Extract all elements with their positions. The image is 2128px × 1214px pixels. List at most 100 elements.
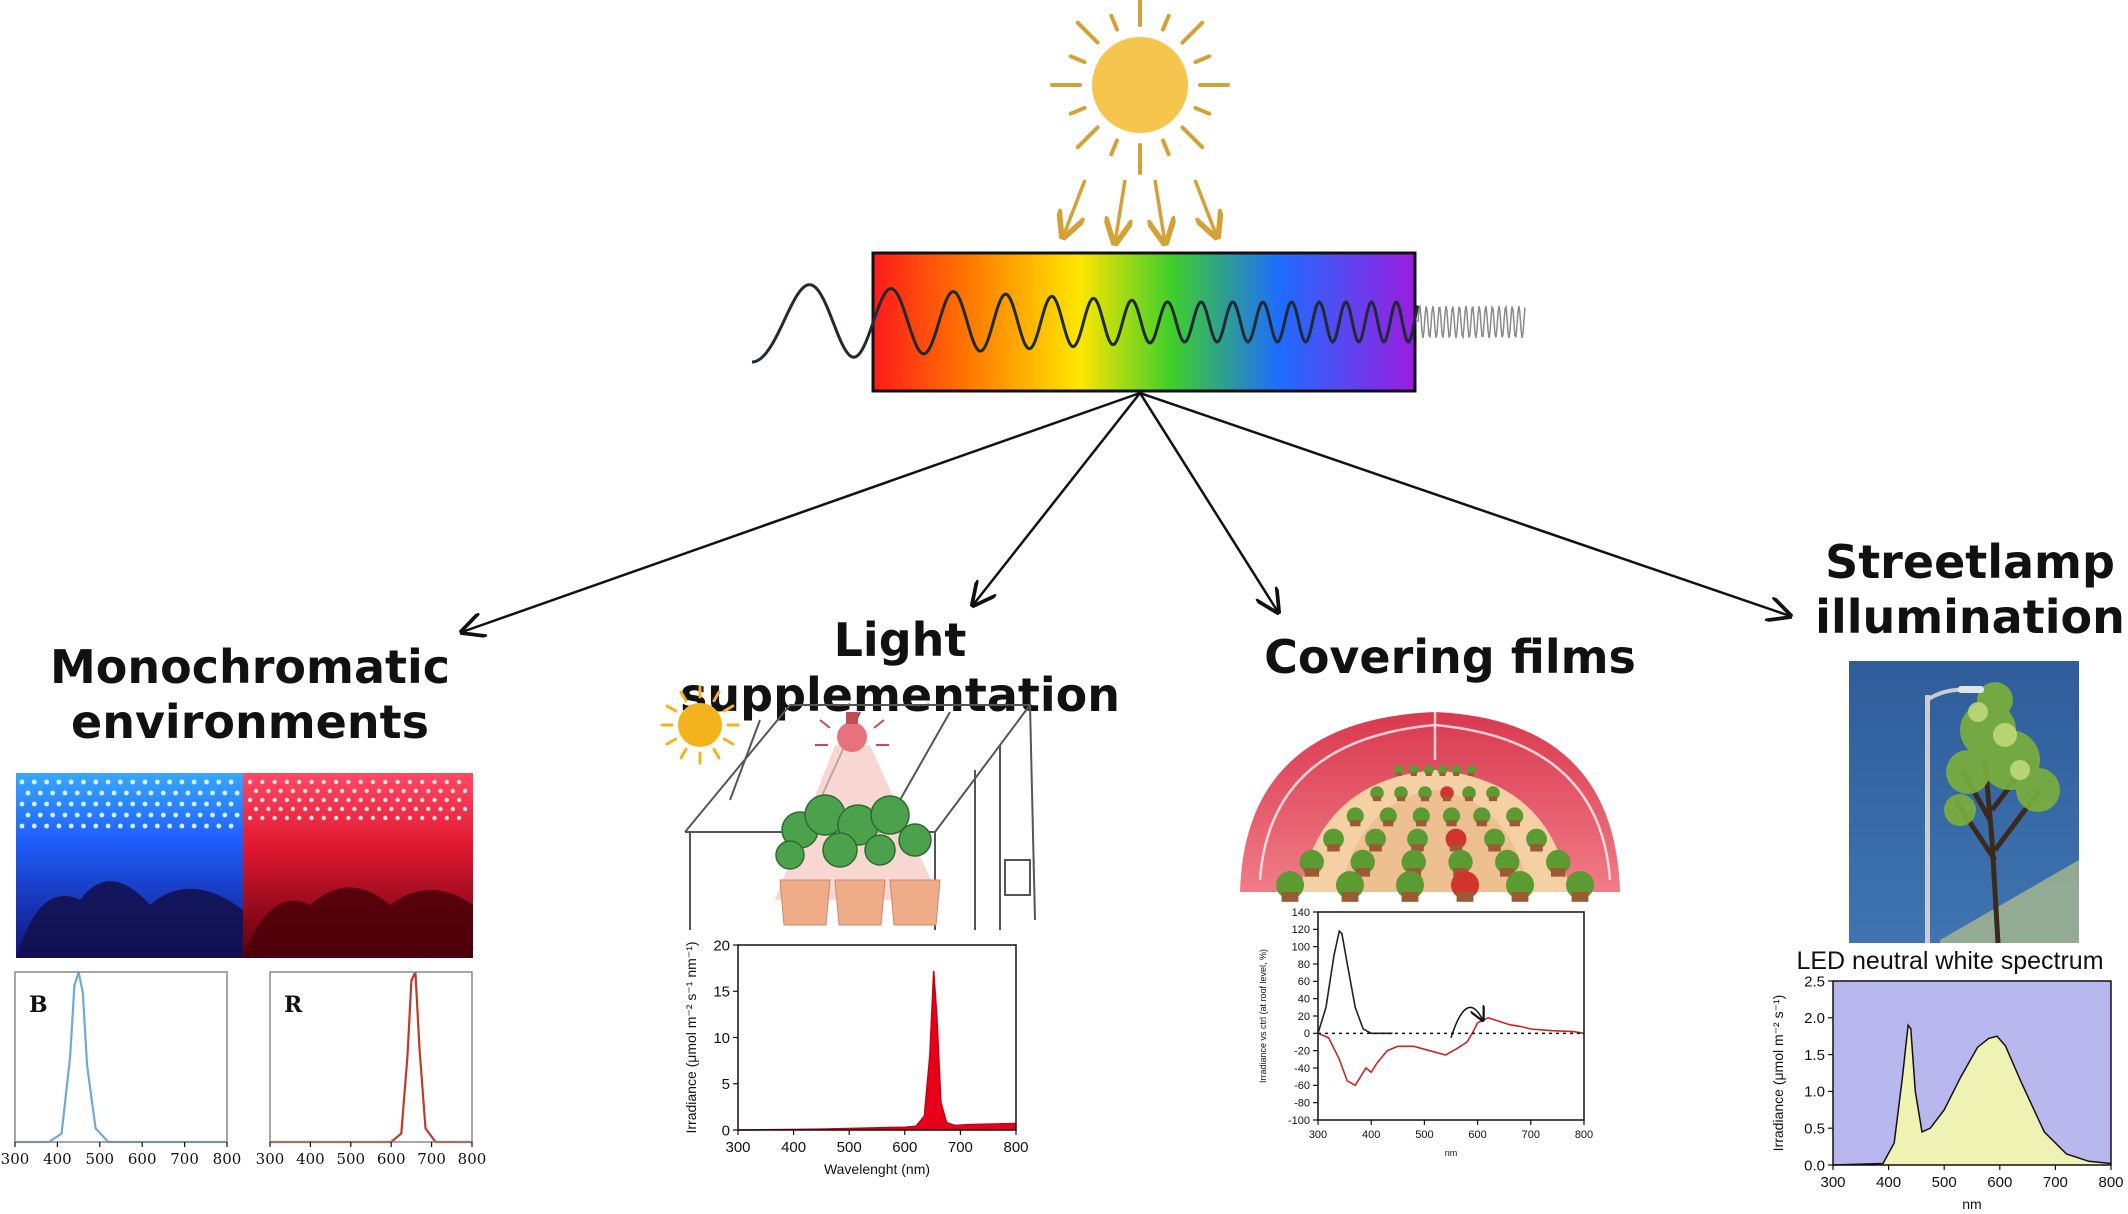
x-axis-label: nm <box>1445 1148 1458 1158</box>
y-tick-label: 2.5 <box>1804 973 1825 990</box>
electromagnetic-wave <box>751 283 1420 364</box>
x-tick-label: 800 <box>1003 1139 1028 1156</box>
y-tick-label: 20 <box>713 937 730 954</box>
y-tick-label: 0 <box>1304 1028 1310 1040</box>
heading-streetlamp-line2: illumination <box>1815 590 2125 645</box>
x-tick-label: 800 <box>2098 1174 2123 1191</box>
lightbulb-icon <box>815 712 889 752</box>
blue-room-photo <box>16 773 243 958</box>
y-tick-label: 80 <box>1298 959 1310 971</box>
x-tick-label: 400 <box>1876 1174 1901 1191</box>
x-tick-label: 600 <box>377 1150 406 1168</box>
series-line <box>1317 929 1393 1035</box>
y-tick-label: -80 <box>1294 1098 1310 1110</box>
red-spectrum-chart: 300 400 500 600 700 800 R <box>256 971 487 1168</box>
plot-frame <box>269 971 473 1143</box>
series-letter-label: B <box>29 992 48 1018</box>
sun-arrows <box>1063 179 1217 243</box>
streetlamp-icon <box>1925 686 1984 943</box>
plot-frame <box>737 944 1017 1131</box>
tree-icon <box>1944 682 2060 944</box>
x-tick-label: 400 <box>781 1139 806 1156</box>
y-tick-label: 100 <box>1292 942 1310 954</box>
series-area <box>738 970 1016 1130</box>
y-tick-label: 1.0 <box>1804 1084 1825 1101</box>
x-tick-label: 300 <box>1820 1174 1845 1191</box>
y-tick-label: 120 <box>1292 924 1310 936</box>
plot-frame <box>1832 980 2112 1166</box>
heading-monochromatic-line1: Monochromatic <box>49 640 451 694</box>
y-tick-label: 1.5 <box>1804 1047 1825 1064</box>
x-tick-label: 500 <box>1415 1129 1433 1141</box>
y-tick-label: 20 <box>1298 1011 1310 1023</box>
heading-streetlamp: Streetlamp illumination <box>1780 535 2128 645</box>
y-tick-label: 0.0 <box>1804 1157 1825 1174</box>
x-tick-label: 700 <box>1522 1129 1540 1141</box>
x-axis-label: Wavelenght (nm) <box>824 1161 930 1177</box>
heading-streetlamp-line1: Streetlamp <box>1825 535 2115 589</box>
x-tick-label: 300 <box>1 1150 30 1168</box>
heading-monochromatic: Monochromatic environments <box>20 640 480 750</box>
y-tick-label: 5 <box>722 1076 730 1093</box>
sun-icon <box>1050 0 1230 175</box>
series-line <box>1832 1023 2112 1166</box>
series-letter-label: R <box>284 992 303 1018</box>
heading-light-supplementation: Light supplementation <box>680 613 1120 723</box>
red-room-photo <box>243 773 473 958</box>
branch-arrows <box>462 391 1790 632</box>
x-tick-label: 300 <box>725 1139 750 1156</box>
x-tick-label: 300 <box>1309 1129 1327 1141</box>
x-tick-label: 800 <box>458 1150 487 1168</box>
series-line <box>270 971 472 1144</box>
x-tick-label: 700 <box>417 1150 446 1168</box>
led-chart-title: LED neutral white spectrum <box>1796 947 2104 975</box>
x-tick-label: 700 <box>170 1150 199 1168</box>
x-tick-label: 500 <box>336 1150 365 1168</box>
plot-frame <box>14 971 228 1143</box>
x-tick-label: 600 <box>1468 1129 1486 1141</box>
x-tick-label: 800 <box>213 1150 242 1168</box>
y-tick-label: 0 <box>722 1122 730 1139</box>
series-line <box>1317 1016 1585 1087</box>
y-tick-label: -40 <box>1294 1063 1310 1075</box>
x-tick-label: 600 <box>892 1139 917 1156</box>
series-area <box>1833 1025 2111 1165</box>
y-tick-label: 10 <box>713 1030 730 1047</box>
series-line <box>737 970 1017 1131</box>
y-tick-label: 15 <box>713 984 730 1001</box>
y-tick-label: -20 <box>1294 1046 1310 1058</box>
x-tick-label: 300 <box>256 1150 285 1168</box>
x-tick-label: 400 <box>43 1150 72 1168</box>
y-tick-label: 0.5 <box>1804 1120 1825 1137</box>
streetlamp-scene <box>1849 661 2079 944</box>
heading-covering-films: Covering films <box>1264 630 1636 684</box>
potted-plants <box>775 794 941 926</box>
y-tick-label: -100 <box>1288 1115 1310 1127</box>
x-tick-label: 700 <box>2043 1174 2068 1191</box>
spectrum-bar <box>871 251 1417 393</box>
blue-spectrum-chart: 300 400 500 600 700 800 B <box>1 971 242 1168</box>
heading-monochromatic-line2: environments <box>71 695 429 750</box>
shift-arrow <box>1450 1007 1483 1038</box>
x-tick-label: 700 <box>948 1139 973 1156</box>
x-tick-label: 600 <box>128 1150 157 1168</box>
uv-wave <box>1417 304 1526 340</box>
y-tick-label: 60 <box>1298 976 1310 988</box>
y-tick-label: -60 <box>1294 1080 1310 1092</box>
x-tick-label: 600 <box>1987 1174 2012 1191</box>
tunnel-greenhouse-icon <box>1240 712 1620 902</box>
x-tick-label: 800 <box>1575 1129 1593 1141</box>
y-axis-label: Irradiance (μmol m⁻² s⁻¹ nm⁻¹) <box>683 941 699 1133</box>
x-tick-label: 400 <box>1362 1129 1380 1141</box>
x-tick-label: 500 <box>1932 1174 1957 1191</box>
y-tick-label: 140 <box>1292 907 1310 919</box>
x-tick-label: 400 <box>296 1150 325 1168</box>
x-tick-label: 500 <box>85 1150 114 1168</box>
y-tick-label: 2.0 <box>1804 1010 1825 1027</box>
x-axis-label: nm <box>1962 1196 1981 1212</box>
